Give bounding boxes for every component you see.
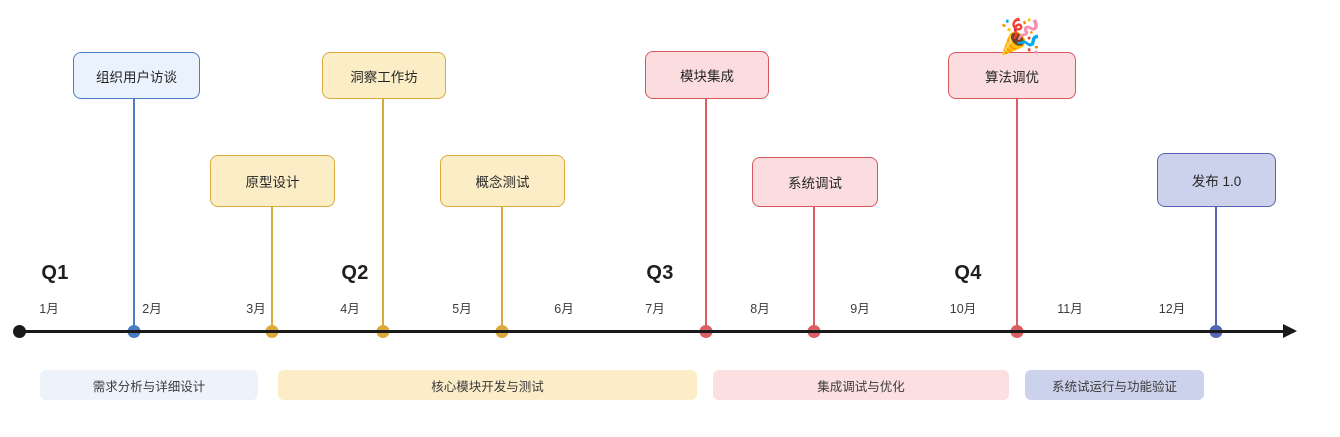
timeline-axis-arrow-icon — [1283, 324, 1297, 338]
milestone-box[interactable]: 模块集成 — [645, 51, 769, 99]
milestone-label: 系统调试 — [788, 176, 842, 191]
phase-bar[interactable]: 系统试运行与功能验证 — [1025, 370, 1204, 400]
milestone-stem — [813, 207, 815, 331]
timeline-axis-line — [19, 330, 1294, 333]
quarter-label: Q1 — [41, 262, 69, 284]
milestone-stem — [705, 99, 707, 331]
milestone-stem — [501, 207, 503, 331]
party-popper-icon: 🎉 — [999, 18, 1042, 56]
phase-bar[interactable]: 集成调试与优化 — [713, 370, 1009, 400]
quarter-label: Q2 — [341, 262, 369, 284]
milestone-label: 发布 1.0 — [1191, 174, 1242, 189]
milestone-label: 模块集成 — [680, 69, 734, 84]
phase-bar[interactable]: 核心模块开发与测试 — [278, 370, 697, 400]
milestone-label: 算法调优 — [985, 69, 1039, 85]
month-label: 11月 — [1057, 302, 1083, 316]
milestone-stem — [271, 207, 273, 331]
milestone-label: 原型设计 — [245, 175, 300, 190]
month-label: 7月 — [645, 302, 665, 316]
phase-bar-label: 需求分析与详细设计 — [92, 379, 206, 394]
month-label: 10月 — [949, 302, 977, 316]
milestone-stem — [382, 99, 384, 331]
milestone-box[interactable]: 组织用户访谈 — [73, 52, 200, 99]
phase-bar-label: 核心模块开发与测试 — [431, 379, 544, 394]
phase-bar-label: 集成调试与优化 — [817, 379, 905, 394]
month-label: 5月 — [452, 302, 472, 316]
milestone-stem — [1215, 207, 1217, 331]
milestone-box[interactable]: 系统调试 — [752, 157, 878, 207]
timeline-origin-dot — [13, 325, 26, 338]
month-label: 4月 — [340, 302, 360, 316]
month-label: 3月 — [246, 302, 266, 316]
milestone-box[interactable]: 算法调优 — [948, 52, 1076, 99]
milestone-label: 组织用户访谈 — [96, 69, 177, 85]
month-label: 6月 — [554, 302, 574, 316]
milestone-box[interactable]: 洞察工作坊 — [322, 52, 446, 99]
milestone-stem — [133, 99, 135, 331]
milestone-box[interactable]: 原型设计 — [210, 155, 335, 207]
milestone-box[interactable]: 概念测试 — [440, 155, 565, 207]
quarter-label: Q4 — [954, 262, 982, 284]
phase-bar-label: 系统试运行与功能验证 — [1051, 379, 1177, 394]
milestone-label: 概念测试 — [475, 175, 530, 190]
quarter-label: Q3 — [646, 262, 674, 284]
milestone-stem — [1016, 99, 1018, 331]
phase-bar[interactable]: 需求分析与详细设计 — [40, 370, 258, 400]
month-label: 9月 — [850, 302, 870, 316]
month-label: 8月 — [750, 302, 770, 316]
month-label: 2月 — [142, 302, 162, 316]
milestone-label: 洞察工作坊 — [350, 69, 418, 85]
milestone-box[interactable]: 发布 1.0 — [1157, 153, 1276, 207]
month-label: 1月 — [39, 302, 59, 316]
month-label: 12月 — [1158, 302, 1186, 316]
